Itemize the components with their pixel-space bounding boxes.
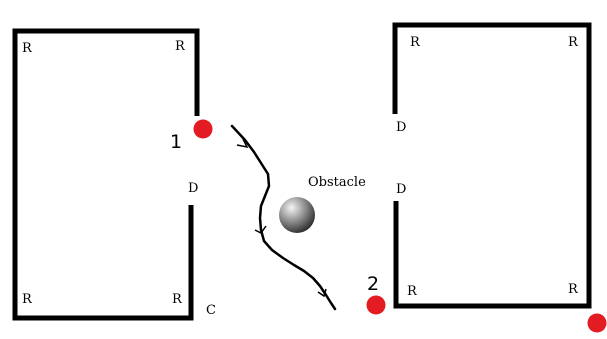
point-1-marker xyxy=(193,119,213,139)
obstacle-sphere xyxy=(279,197,315,233)
left-room-corner-bottom-left-label: R xyxy=(22,292,33,307)
left-room-corner-c-label: C xyxy=(206,303,216,318)
right-room-door-upper-label: D xyxy=(396,120,406,135)
path-arrow-upper xyxy=(236,138,249,149)
path-arrow-middle xyxy=(254,225,267,234)
point-2-marker xyxy=(366,295,386,315)
left-room-wall-upper xyxy=(12,28,200,321)
left-room-corner-top-left-label: R xyxy=(22,41,33,56)
right-room: R R R R D D xyxy=(392,22,592,309)
point-1-label: 1 xyxy=(170,131,182,153)
left-room-corner-top-right-label: R xyxy=(175,39,186,54)
right-room-wall-upper xyxy=(392,22,592,309)
obstacle-label: Obstacle xyxy=(308,175,366,190)
right-room-corner-bottom-left-label: R xyxy=(407,284,418,299)
right-room-door-lower-label: D xyxy=(396,182,406,197)
right-room-corner-bottom-right-label: R xyxy=(568,282,579,297)
path-arrow-lower xyxy=(317,288,327,298)
left-room-corner-bottom-right-label: R xyxy=(172,292,183,307)
left-room: R R R R D C xyxy=(12,28,216,321)
corner-marker-bottom-right xyxy=(587,313,607,333)
right-room-corner-top-left-label: R xyxy=(410,35,421,50)
robot-path xyxy=(230,124,337,311)
left-room-door-label: D xyxy=(188,181,198,196)
right-room-corner-top-right-label: R xyxy=(568,35,579,50)
point-2-label: 2 xyxy=(367,273,379,295)
